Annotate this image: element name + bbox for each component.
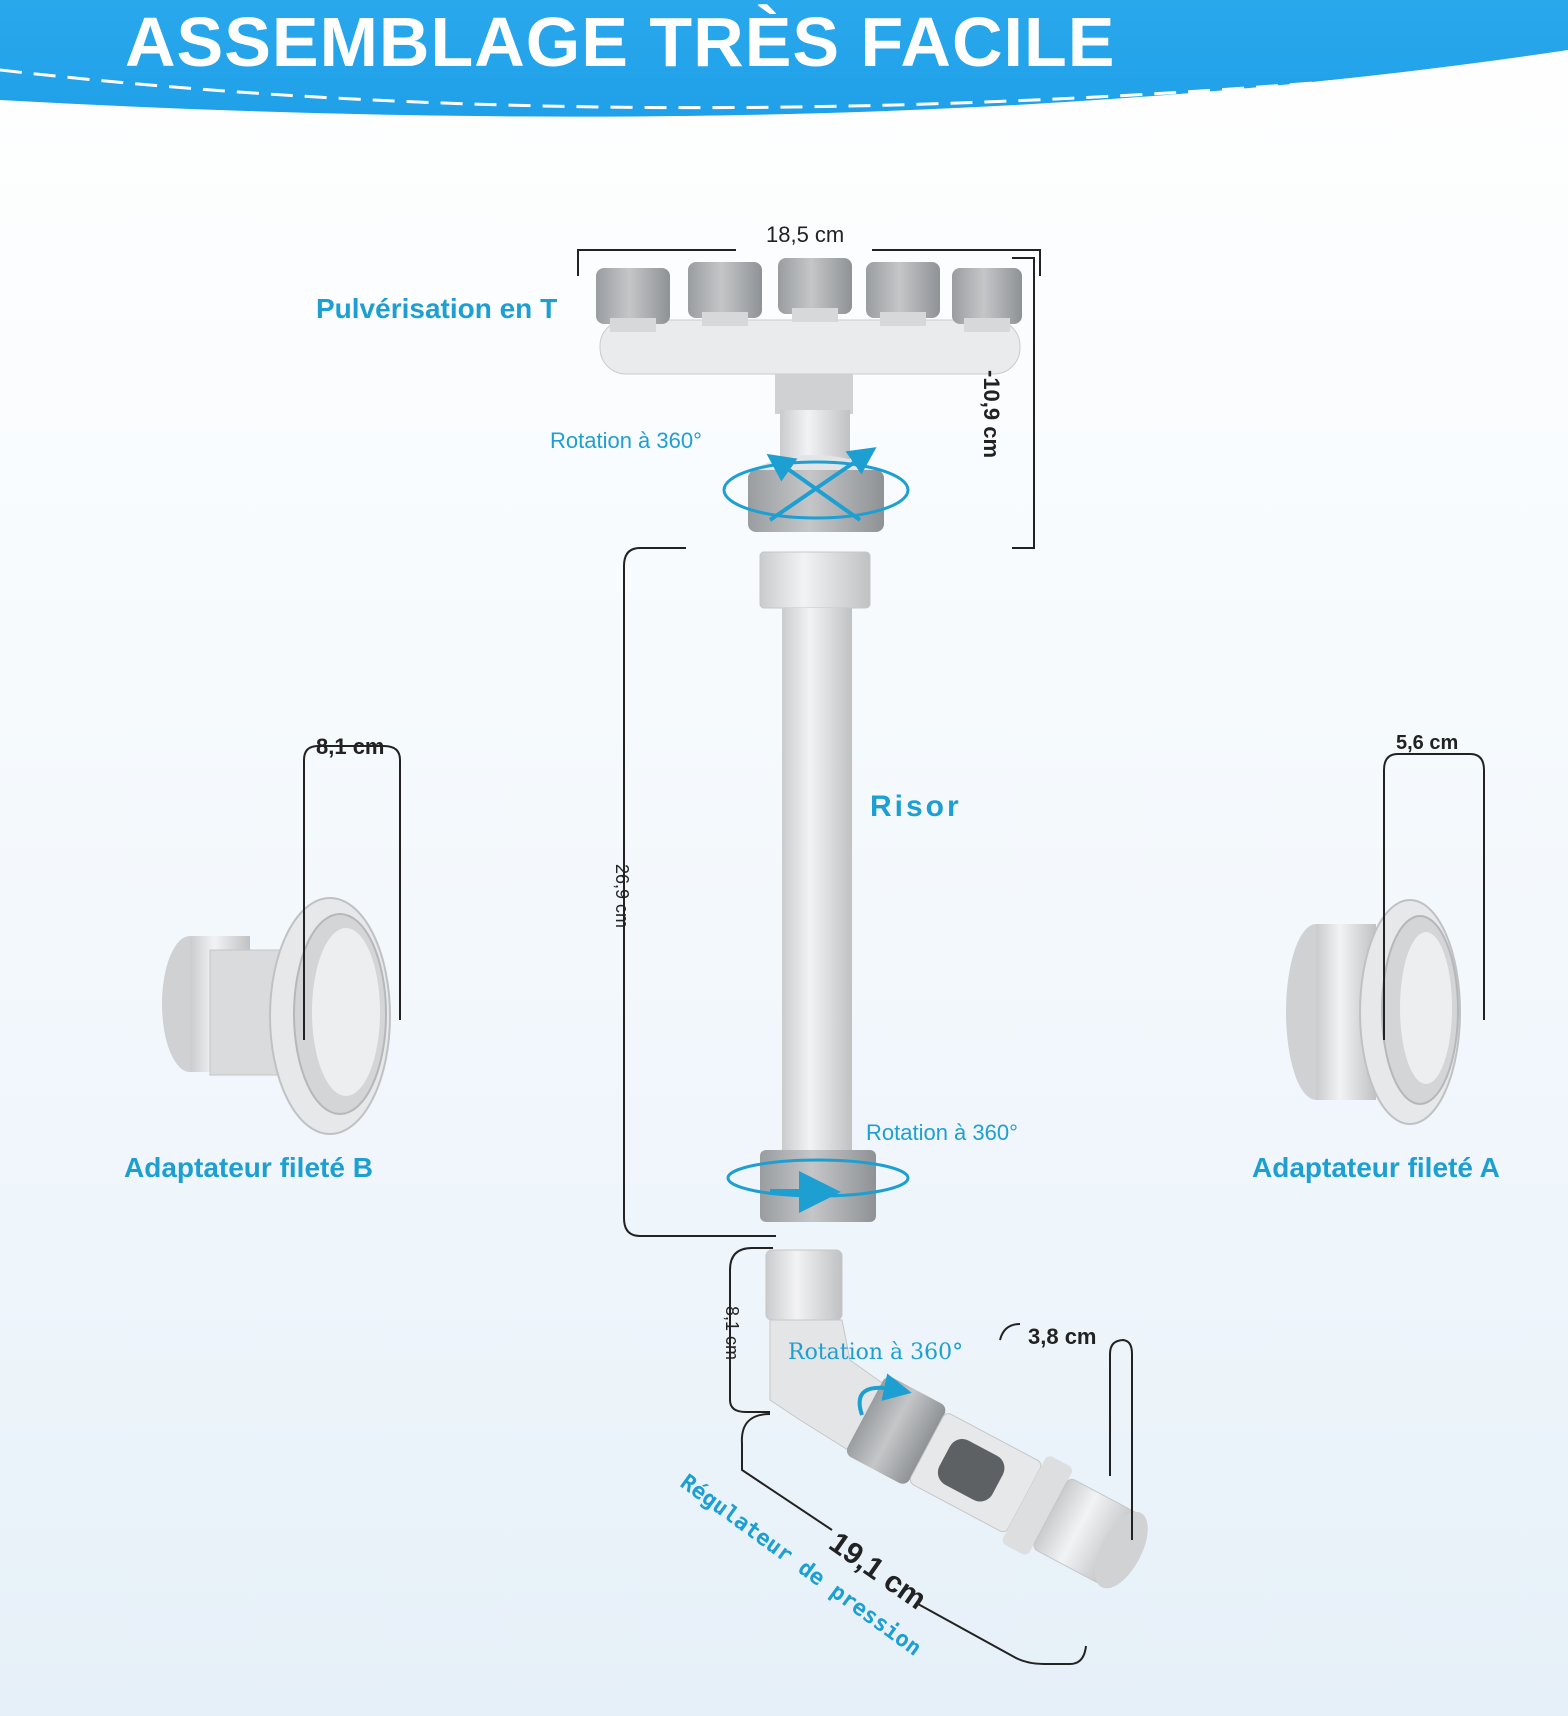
riser-pipe [726, 551, 910, 1222]
adapter-b-label: Adaptateur fileté B [124, 1152, 373, 1183]
adapter-b-size-dim: 8,1 cm [316, 734, 385, 759]
regulator-height-dim: 8,1 cm [722, 1306, 742, 1361]
adapter-a-size-dim: 5,6 cm [1396, 732, 1459, 754]
adapter-b [162, 897, 391, 1135]
adapter-a-label: Adaptateur fileté A [1252, 1152, 1500, 1183]
page-title: ASSEMBLAGE TRÈS FACILE [125, 3, 1116, 81]
adapter-a [1286, 899, 1461, 1125]
spray-head [596, 258, 1022, 532]
spray-head-label: Pulvérisation en T [316, 293, 558, 324]
riser-label: Risor [870, 790, 962, 823]
spray-nozzles [596, 258, 1022, 332]
riser-rotation-label: Rotation à 360° [866, 1120, 1018, 1145]
regulator-rotation-label: Rotation à 360° [788, 1340, 964, 1365]
spray-head-height-dim: -10,9 cm [979, 370, 1004, 459]
riser-length-dim: 26,9 cm [612, 864, 632, 929]
pressure-regulator [765, 1249, 1148, 1589]
regulator-outlet-dim: 3,8 cm [1028, 1324, 1097, 1349]
spray-head-rotation-label: Rotation à 360° [550, 428, 702, 453]
header-banner [0, 0, 1568, 117]
spray-head-width-dim: 18,5 cm [766, 222, 845, 247]
